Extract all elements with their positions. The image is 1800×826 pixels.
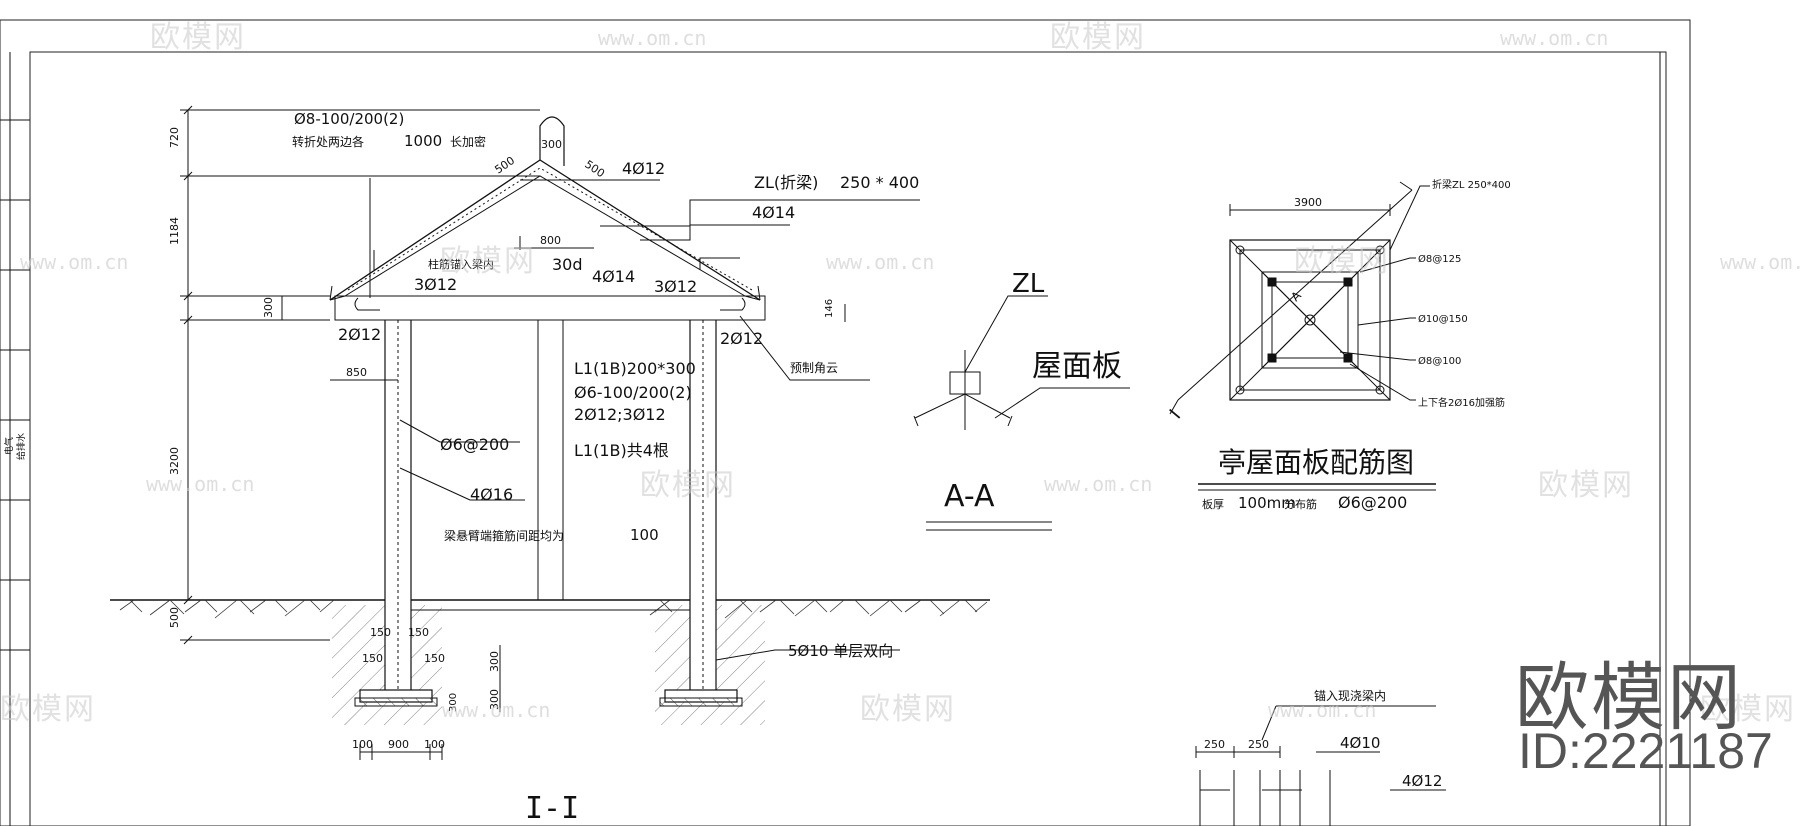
label-beam-bars: 2Ø12;3Ø12 xyxy=(574,405,666,424)
section-i-i: 720 1184 300 3200 500 850 146 100 900 10… xyxy=(110,105,990,826)
dim-500: 500 xyxy=(168,607,181,628)
label-zl-size: 250 * 400 xyxy=(840,173,919,192)
plan-slab-dist: 分布筋 xyxy=(1284,497,1317,511)
dim-1184: 1184 xyxy=(168,217,181,245)
aa-zl: ZL xyxy=(1012,269,1045,299)
label-stirrup-top: Ø8-100/200(2) xyxy=(294,110,404,128)
dim-slope-500-left: 500 xyxy=(492,154,517,177)
titleblock-row-water: 给排水 xyxy=(15,433,27,460)
dim-300-b: 300 xyxy=(488,689,501,710)
plan-cut-a: A xyxy=(1288,288,1304,304)
label-foot-bars: 5Ø10 单层双向 xyxy=(788,642,893,660)
label-4d14-mid: 4Ø14 xyxy=(592,267,635,286)
dim-300-c: 300 xyxy=(448,693,459,712)
label-4d12: 4Ø12 xyxy=(622,159,665,178)
detail-bar-4d12: 4Ø12 xyxy=(1402,772,1442,790)
dim-150-b: 150 xyxy=(408,626,429,639)
dim-150-d: 150 xyxy=(424,652,445,665)
plan-slab-bar: Ø6@200 xyxy=(1338,493,1407,512)
label-stirrup-suffix: 长加密 xyxy=(450,134,486,149)
dim-900: 900 xyxy=(388,738,409,751)
dim-800: 800 xyxy=(540,234,561,247)
plan-cut-label: I xyxy=(1166,406,1186,424)
plan-note-zl: 折梁ZL 250*400 xyxy=(1432,178,1511,191)
label-cant-val: 100 xyxy=(630,526,659,544)
brand-name: 欧模网 xyxy=(1515,655,1743,741)
label-3d12-right: 3Ø12 xyxy=(654,277,697,296)
label-prefab: 预制角云 xyxy=(790,361,838,375)
detail-anchor: 锚入现浇梁内 250 250 4Ø10 4Ø12 xyxy=(1195,688,1446,826)
detail-d250-a: 250 xyxy=(1204,738,1225,751)
titleblock-row-electric: 电气 xyxy=(3,437,15,455)
dim-850: 850 xyxy=(346,366,367,379)
label-2d12-right: 2Ø12 xyxy=(720,329,763,348)
section-title-i-i: I-I xyxy=(525,791,579,826)
dim-3200: 3200 xyxy=(168,447,181,475)
label-2d12-left: 2Ø12 xyxy=(338,325,381,344)
dim-150-a: 150 xyxy=(370,626,391,639)
roof-plan: 3900 I A 折梁ZL 250*400 Ø8@125 Ø10@150 Ø8@… xyxy=(1166,178,1511,512)
label-4d14-top: 4Ø14 xyxy=(752,203,795,222)
detail-d250-b: 250 xyxy=(1248,738,1269,751)
dim-720: 720 xyxy=(168,127,181,148)
dim-146: 146 xyxy=(824,299,835,318)
label-col-bars: 4Ø16 xyxy=(470,485,513,504)
plan-slab-prefix: 板厚 xyxy=(1202,497,1224,511)
plan-note-8100: Ø8@100 xyxy=(1418,355,1461,367)
sheet-border xyxy=(0,19,1691,826)
section-a-a: ZL 屋面板 A-A xyxy=(913,269,1130,531)
label-stirrup-note: 转折处两边各 xyxy=(292,134,364,149)
label-beam-l1: L1(1B)200*300 xyxy=(574,359,696,378)
label-beam-stirrup: Ø6-100/200(2) xyxy=(574,383,692,402)
dim-300: 300 xyxy=(262,297,275,318)
detail-anchor-note: 锚入现浇梁内 xyxy=(1314,688,1386,703)
plan-note-16: 上下各2Ø16加强筋 xyxy=(1418,396,1505,409)
label-anchor-30d: 30d xyxy=(552,255,583,274)
label-3d12-left: 3Ø12 xyxy=(414,275,457,294)
dim-100-b: 100 xyxy=(424,738,445,751)
plan-slab-thk: 100mm xyxy=(1238,494,1296,512)
brand-id: ID:2221187 xyxy=(1518,723,1773,779)
label-anchor-note: 柱筋锚入梁内 xyxy=(428,257,494,271)
dim-ridge-300: 300 xyxy=(541,138,562,151)
label-col-tie: Ø6@200 xyxy=(440,435,509,454)
plan-dim-3900: 3900 xyxy=(1294,196,1322,209)
dim-150-c: 150 xyxy=(362,652,383,665)
aa-panel: 屋面板 xyxy=(1032,349,1122,384)
label-zl: ZL(折梁) xyxy=(754,173,818,192)
aa-title: A-A xyxy=(944,479,995,514)
label-cant-note: 梁悬臂端箍筋间距均为 xyxy=(444,528,564,543)
dim-300-a: 300 xyxy=(488,651,501,672)
plan-note-10150: Ø10@150 xyxy=(1418,313,1468,325)
label-stirrup-len: 1000 xyxy=(404,132,442,150)
plan-note-8125: Ø8@125 xyxy=(1418,253,1461,265)
detail-bar-4d10: 4Ø10 xyxy=(1340,734,1380,752)
plan-title: 亭屋面板配筋图 xyxy=(1218,446,1414,479)
label-beam-count: L1(1B)共4根 xyxy=(574,441,669,460)
dim-slope-500-right: 500 xyxy=(582,158,607,181)
title-block: 电气 给排水 xyxy=(0,119,30,651)
dim-100-a: 100 xyxy=(352,738,373,751)
